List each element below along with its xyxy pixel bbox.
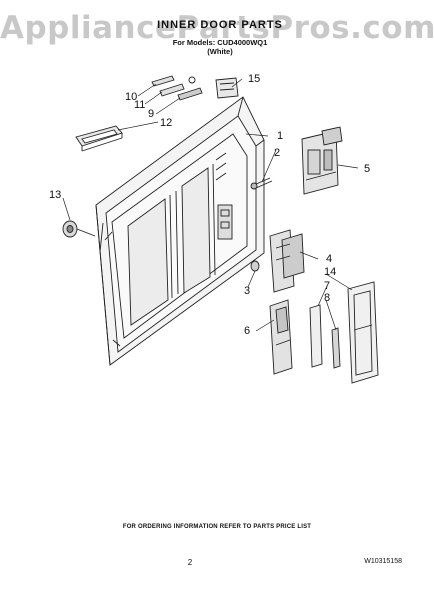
callout-1: 1 — [277, 130, 283, 142]
vent-cap-part — [215, 77, 239, 99]
callout-4: 4 — [326, 253, 332, 265]
latch-assembly-part — [301, 126, 343, 195]
callout-10: 10 — [125, 91, 137, 103]
callout-13: 13 — [49, 189, 61, 201]
model-subtitle: For Models: CUD4000WQ1 — [172, 38, 268, 47]
rod-part — [331, 327, 341, 369]
ordering-note: FOR ORDERING INFORMATION REFER TO PARTS … — [122, 524, 312, 530]
callout-6: 6 — [244, 325, 250, 337]
document-number: W10315158 — [364, 558, 402, 565]
page-number: 2 — [187, 558, 193, 567]
callout-5: 5 — [364, 163, 370, 175]
callout-9: 9 — [148, 108, 154, 120]
callout-12: 12 — [160, 117, 172, 129]
callout-14: 14 — [324, 266, 336, 278]
washer-part — [250, 260, 260, 272]
callout-2: 2 — [274, 147, 280, 159]
callout-7: 7 — [324, 280, 330, 292]
callout-15: 15 — [248, 73, 260, 85]
hinge-bracket-part — [269, 299, 293, 375]
callout-3: 3 — [244, 285, 250, 297]
callout-8: 8 — [324, 292, 330, 304]
knob-part — [62, 220, 96, 238]
inner-door-panel — [95, 96, 265, 366]
callout-11: 11 — [134, 99, 145, 111]
strip-part — [309, 304, 323, 368]
diagram-title: INNER DOOR PARTS — [157, 19, 283, 31]
handle-recess-part — [75, 125, 123, 152]
site-watermark: AppliancePartsPros.com — [0, 10, 434, 46]
switch-bracket-part — [269, 229, 305, 293]
side-panel-part — [347, 281, 379, 384]
color-subtitle: (White) — [207, 47, 233, 56]
vent-clip-parts — [151, 75, 203, 101]
